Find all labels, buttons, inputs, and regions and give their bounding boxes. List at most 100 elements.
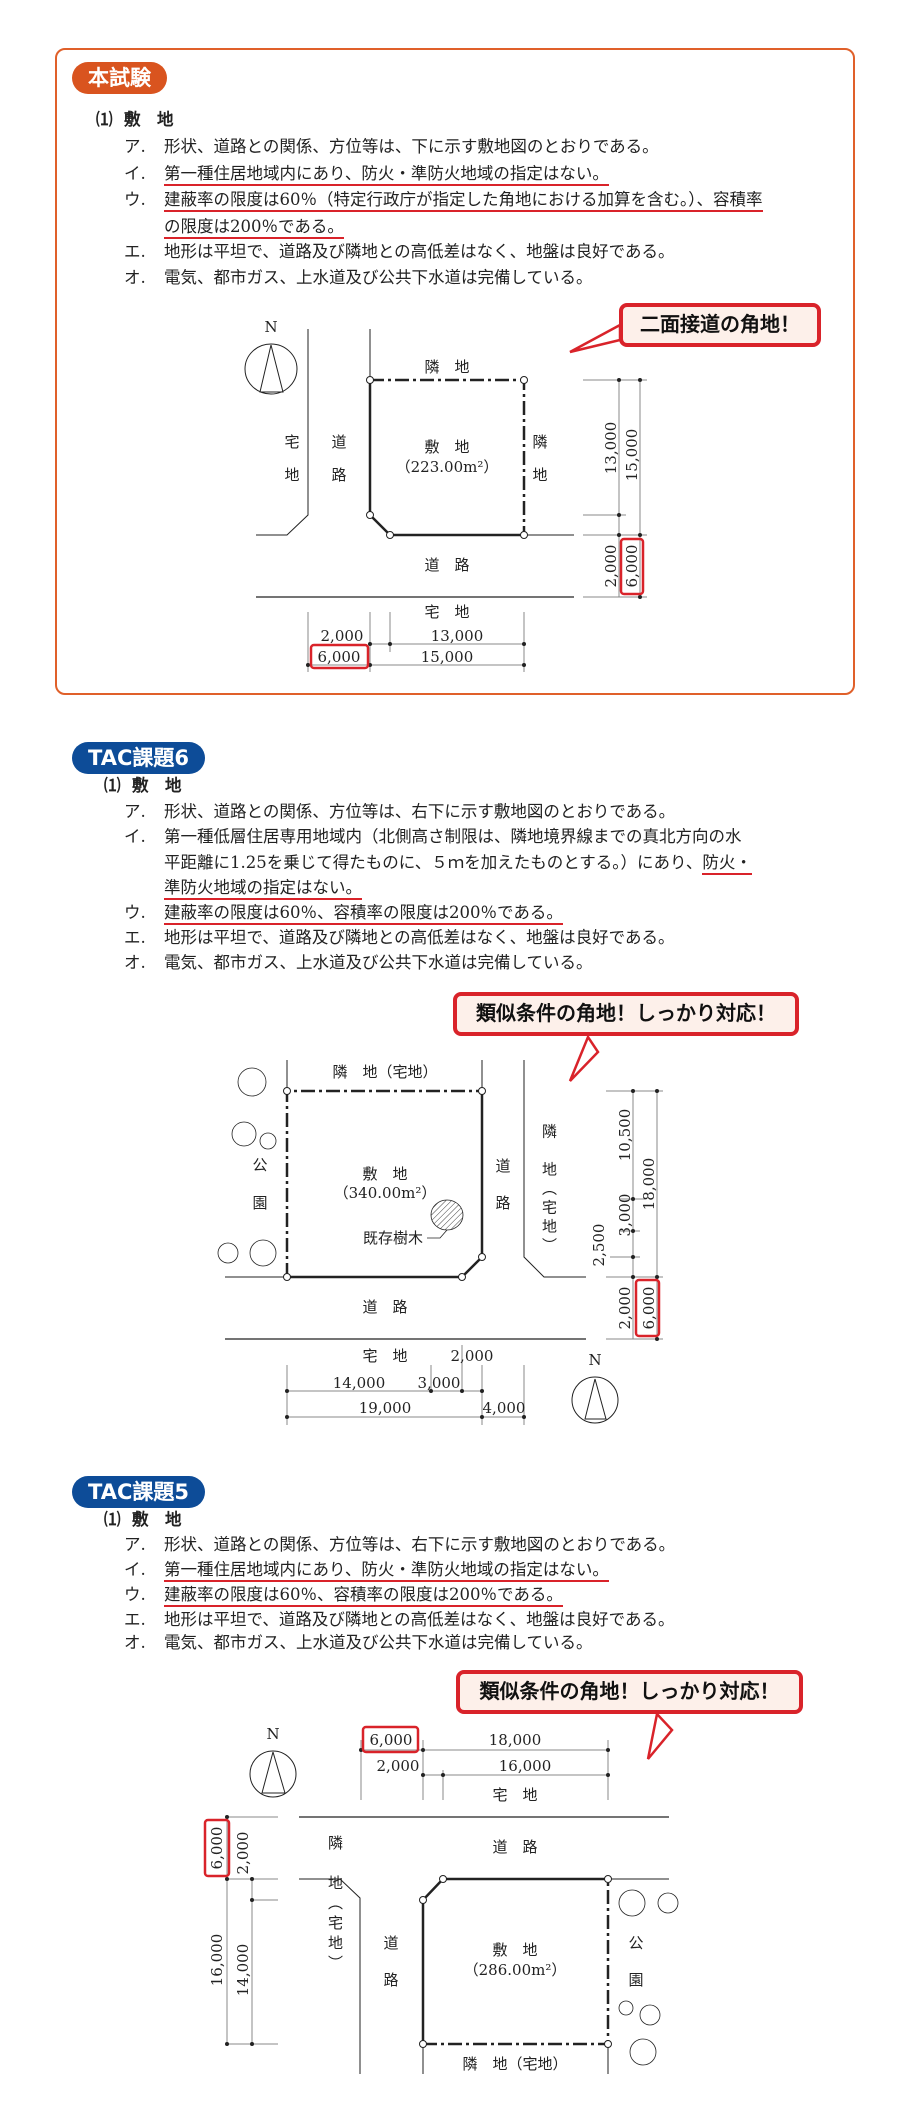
dim-label: 2,000: [234, 1832, 252, 1875]
north-arrow-icon: [244, 343, 298, 395]
existing-tree-icon: [430, 1199, 464, 1231]
label-road: 道 路: [492, 1838, 537, 1856]
dim-label: 10,500: [616, 1109, 634, 1162]
highlight-underline: 第一種住居地域内にあり、防火・準防火地域の指定はない。: [164, 164, 609, 186]
label-park: 公: [628, 1934, 643, 1952]
item-o: オ.電気、都市ガス、上水道及び公共下水道は完備している。: [124, 1633, 593, 1652]
exam-frame: [55, 48, 855, 695]
dim-label: 16,000: [208, 1934, 226, 1987]
label-road: 道 路: [362, 1298, 407, 1316]
dim-label: 6,000: [640, 1287, 658, 1330]
dim-label: 6,000: [208, 1827, 226, 1870]
north-arrow-icon: [249, 1750, 297, 1798]
highlight-box: [634, 1278, 661, 1338]
site-boundary: [421, 1877, 608, 2044]
label-lot: 宅 地: [362, 1347, 407, 1365]
item-u-cont: の限度は200％である。: [164, 217, 344, 239]
label-existing-tree: 既存樹木: [363, 1229, 423, 1247]
tree-icon: [618, 1889, 679, 2066]
label-site: 敷 地: [492, 1941, 537, 1959]
label-lot: 宅: [284, 433, 299, 451]
north-label: N: [266, 1725, 279, 1743]
item-i-cont2: 準防火地域の指定はない。: [164, 878, 362, 900]
callout-similar: 類似条件の角地！しっかり対応！: [456, 1670, 803, 1714]
label-neighbor: 隣: [532, 433, 547, 451]
dim-label: 2,000: [377, 1757, 420, 1775]
callout-arrow-icon: [646, 1711, 674, 1760]
label-site-area: （223.00m²）: [396, 458, 499, 476]
highlight-underline: 建蔽率の限度は60％、容積率の限度は200％である。: [164, 903, 563, 925]
item-e: エ.地形は平坦で、道路及び隣地との高低差はなく、地盤は良好である。: [124, 242, 675, 261]
highlight-underline: 第一種住居地域内にあり、防火・準防火地域の指定はない。: [164, 1560, 609, 1582]
dim-label: 14,000: [234, 1944, 252, 1997]
label-site: 敷 地: [424, 438, 469, 456]
dim-label: 3,000: [418, 1374, 461, 1392]
dim-label: 15,000: [421, 648, 474, 666]
tree-icon: [217, 1067, 277, 1267]
label-neighbor-vertical: 隣 地（宅地）: [540, 1124, 558, 1257]
label-road: 路: [331, 466, 346, 484]
heading-number: ⑴: [96, 110, 113, 129]
item-i: イ.第一種住居地域内にあり、防火・準防火地域の指定はない。: [124, 164, 609, 186]
item-o: オ.電気、都市ガス、上水道及び公共下水道は完備している。: [124, 953, 593, 972]
callout-arrow-icon: [569, 322, 622, 354]
item-u: ウ.建蔽率の限度は60％、容積率の限度は200％である。: [124, 1585, 563, 1607]
label-road: 道: [495, 1157, 510, 1175]
item-o: オ.電気、都市ガス、上水道及び公共下水道は完備している。: [124, 268, 593, 287]
dim-label: 2,500: [590, 1224, 608, 1267]
label-lot: 宅 地: [424, 603, 469, 621]
highlight-underline: 準防火地域の指定はない。: [164, 878, 362, 900]
label-site-area: （286.00m²）: [464, 1961, 567, 1979]
item-a: ア.形状、道路との関係、方位等は、右下に示す敷地図のとおりである。: [124, 802, 676, 821]
tac5-badge: TAC課題5: [72, 1476, 205, 1508]
highlight-box: [203, 1818, 231, 1878]
item-e: エ.地形は平坦で、道路及び隣地との高低差はなく、地盤は良好である。: [124, 928, 675, 947]
dim-label: 13,000: [431, 627, 484, 645]
label-neighbor-top: 隣 地（宅地）: [332, 1063, 437, 1081]
item-i: イ.第一種住居地域内にあり、防火・準防火地域の指定はない。: [124, 1560, 609, 1582]
highlight-underline: 防火・: [702, 853, 752, 875]
callout-similar: 類似条件の角地！しっかり対応！: [453, 992, 799, 1036]
label-park: 園: [252, 1194, 267, 1212]
dim-label: 2,000: [616, 1287, 634, 1330]
dim-label: 16,000: [499, 1757, 552, 1775]
item-u: ウ.建蔽率の限度は60％、容積率の限度は200％である。: [124, 903, 563, 925]
site-boundary: [287, 1091, 484, 1279]
label-neighbor-vertical: 隣 地（宅地）: [326, 1835, 344, 1975]
label-neighbor: 地: [532, 466, 547, 484]
label-road: 道: [383, 1934, 398, 1952]
highlight-box: [619, 537, 645, 596]
section-heading: ⑴ 敷 地: [104, 1510, 182, 1529]
label-lot: 地: [284, 466, 299, 484]
dim-label: 6,000: [370, 1731, 413, 1749]
item-e: エ.地形は平坦で、道路及び隣地との高低差はなく、地盤は良好である。: [124, 1610, 675, 1629]
label-road: 道: [331, 433, 346, 451]
site-boundary: [368, 380, 524, 537]
dim-label: 15,000: [623, 429, 641, 482]
item-i: イ.第一種低層住居専用地域内（北側高さ制限は、隣地境界線までの真北方向の水: [124, 827, 742, 846]
item-a: ア.形状、道路との関係、方位等は、右下に示す敷地図のとおりである。: [124, 1535, 676, 1554]
north-label: N: [264, 318, 277, 336]
dim-label: 6,000: [318, 648, 361, 666]
diagram-exam: [244, 322, 647, 672]
label-road: 路: [383, 1971, 398, 1989]
callout-arrow-icon: [568, 1034, 600, 1082]
label-neighbor-top: 隣 地: [424, 358, 469, 376]
highlight-underline: の限度は200％である。: [164, 217, 344, 239]
callout-corner-lot: 二面接道の角地！: [619, 303, 821, 347]
exam-badge: 本試験: [72, 62, 167, 94]
label-lot: 宅 地: [492, 1786, 537, 1804]
highlight-box: [361, 1725, 420, 1754]
north-arrow-icon: [571, 1376, 619, 1424]
section-heading: ⑴ 敷 地: [96, 110, 174, 130]
dim-label: 3,000: [616, 1194, 634, 1237]
dim-label: 2,000: [602, 545, 620, 588]
dim-label: 13,000: [602, 422, 620, 475]
dim-label: 4,000: [483, 1399, 526, 1417]
label-neighbor-bottom: 隣 地（宅地）: [462, 2055, 567, 2073]
heading-text: 敷 地: [124, 110, 174, 129]
label-park: 公: [252, 1156, 267, 1174]
highlight-underline: 建蔽率の限度は60％、容積率の限度は200％である。: [164, 1585, 563, 1607]
dim-label: 14,000: [333, 1374, 386, 1392]
